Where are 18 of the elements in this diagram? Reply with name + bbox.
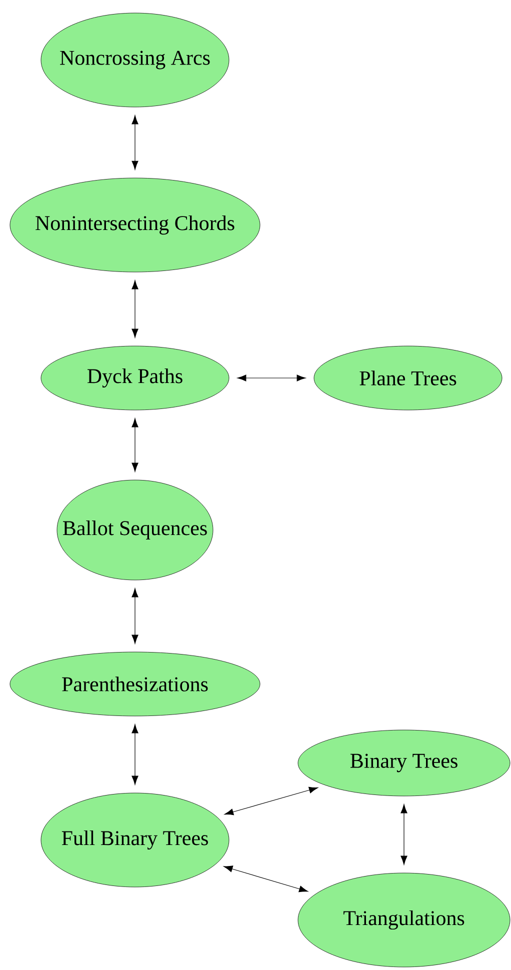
ellipse-node: Ballot Sequences xyxy=(56,480,214,580)
arrow xyxy=(132,280,138,338)
arrow xyxy=(132,588,138,644)
ellipse-node: Triangulations xyxy=(298,872,510,968)
arrow xyxy=(132,115,138,170)
arrow xyxy=(224,866,308,892)
arrow xyxy=(132,418,138,472)
arrow xyxy=(237,374,306,382)
arrow xyxy=(224,786,318,816)
ellipse-node: Dyck Paths xyxy=(40,346,230,410)
ellipse-node: Noncrossing Arcs xyxy=(40,12,230,108)
ellipse-node: Parenthesizations xyxy=(10,652,260,716)
ellipse-node: Plane Trees xyxy=(314,346,502,410)
ellipse-node: Nonintersecting Chords xyxy=(10,178,260,272)
ellipse-node: Binary Trees xyxy=(298,730,510,796)
arrow xyxy=(400,804,408,865)
arrow xyxy=(132,724,138,785)
ellipse-node: Full Binary Trees xyxy=(40,792,230,888)
